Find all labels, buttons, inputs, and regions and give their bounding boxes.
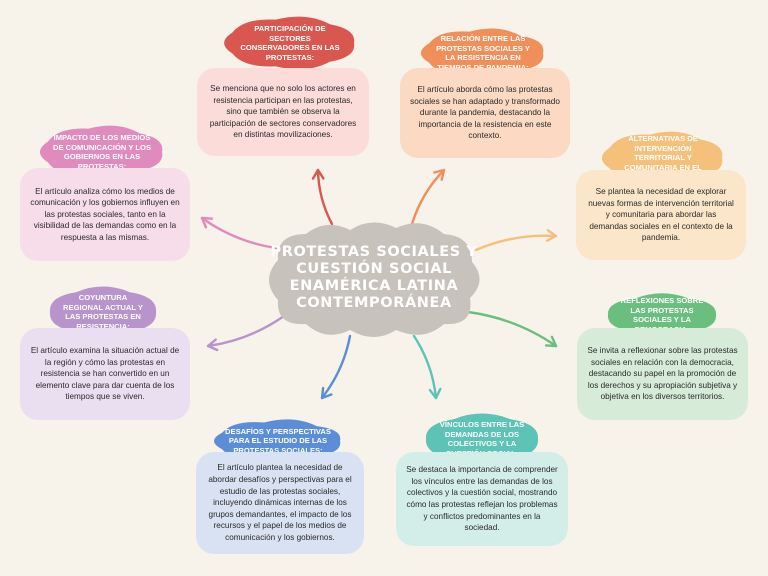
arrow-relacion xyxy=(410,168,446,226)
central-title-line: CUESTIÓN SOCIAL xyxy=(296,261,452,277)
node-title-text: Relación entre las protestas sociales y … xyxy=(436,34,530,72)
arrowhead-relacion xyxy=(433,168,446,181)
node-title-impacto[interactable]: Impacto de los medios de comunicación y … xyxy=(36,122,168,182)
arrowhead-reflexiones xyxy=(544,335,558,348)
arrowhead-alternativas xyxy=(545,229,558,242)
node-text-vinculos: Se destaca la importancia de comprender … xyxy=(396,452,568,546)
node-text-alternativas: Se plantea la necesidad de explorar nuev… xyxy=(576,170,746,260)
arrowhead-vinculos xyxy=(428,387,442,400)
cloud-shape xyxy=(214,419,341,463)
cloud-shape xyxy=(39,125,163,179)
arrow-coyuntura xyxy=(206,314,286,348)
node-text-impacto: El artículo analiza cómo los medios de c… xyxy=(20,168,190,261)
cloud-shape xyxy=(425,413,539,465)
arrow-desafios xyxy=(320,334,352,400)
node-title-relacion[interactable]: Relación entre las protestas sociales y … xyxy=(417,25,549,81)
central-title-line: ENAMÉRICA LATINA xyxy=(289,278,459,294)
node-description: Se plantea la necesidad de explorar nuev… xyxy=(588,187,734,243)
cloud-shape xyxy=(607,293,717,337)
node-description: El artículo examina la situación actual … xyxy=(30,346,180,402)
node-title-text: Desafíos y perspectivas para el estudio … xyxy=(225,426,331,455)
cloud-shape xyxy=(224,16,355,70)
arrow-alternativas xyxy=(474,234,558,252)
node-title-desafios[interactable]: Desafíos y perspectivas para el estudio … xyxy=(210,416,346,466)
central-title-line: PROTESTAS SOCIALES Y xyxy=(270,244,478,260)
node-title-participacion[interactable]: Participación de sectores conservadores … xyxy=(220,13,360,73)
node-title-text: Participación de sectores conservadores … xyxy=(240,24,340,62)
node-description: El artículo plantea la necesidad de abor… xyxy=(208,463,352,542)
arrow-participacion xyxy=(316,168,334,226)
node-text-reflexiones: Se invita a reflexionar sobre las protes… xyxy=(577,328,748,420)
node-description: Se menciona que no solo los actores en r… xyxy=(209,84,357,140)
arrow-vinculos xyxy=(412,334,438,400)
arrowhead-desafios xyxy=(320,386,333,400)
node-text-desafios: El artículo plantea la necesidad de abor… xyxy=(196,452,364,554)
cloud-shape xyxy=(49,286,157,338)
arrowhead-participacion xyxy=(311,168,325,180)
central-topic[interactable]: PROTESTAS SOCIALES Y CUESTIÓN SOCIAL ENA… xyxy=(266,220,482,338)
node-title-text: Coyuntura regional actual y las protesta… xyxy=(63,293,143,331)
central-title: PROTESTAS SOCIALES Y CUESTIÓN SOCIAL ENA… xyxy=(266,244,482,312)
arrowhead-impacto xyxy=(200,216,214,229)
node-description: El artículo analiza cómo los medios de c… xyxy=(30,186,180,242)
node-title-text: Impacto de los medios de comunicación y … xyxy=(52,133,152,171)
node-text-relacion: El artículo aborda cómo las protestas so… xyxy=(400,68,570,158)
node-description: Se destaca la importancia de comprender … xyxy=(406,465,558,533)
node-description: Se invita a reflexionar sobre las protes… xyxy=(587,346,738,402)
cloud-shape xyxy=(420,28,544,78)
node-text-participacion: Se menciona que no solo los actores en r… xyxy=(197,68,369,156)
central-title-line: CONTEMPORÁNEA xyxy=(296,295,452,311)
arrow-impacto xyxy=(200,216,278,250)
node-text-coyuntura: El artículo examina la situación actual … xyxy=(20,328,190,420)
node-title-coyuntura[interactable]: Coyuntura regional actual y las protesta… xyxy=(44,283,162,341)
node-description: El artículo aborda cómo las protestas so… xyxy=(410,85,560,141)
arrow-reflexiones xyxy=(466,310,558,348)
arrowhead-coyuntura xyxy=(206,338,219,352)
central-cloud-shape xyxy=(269,222,480,337)
